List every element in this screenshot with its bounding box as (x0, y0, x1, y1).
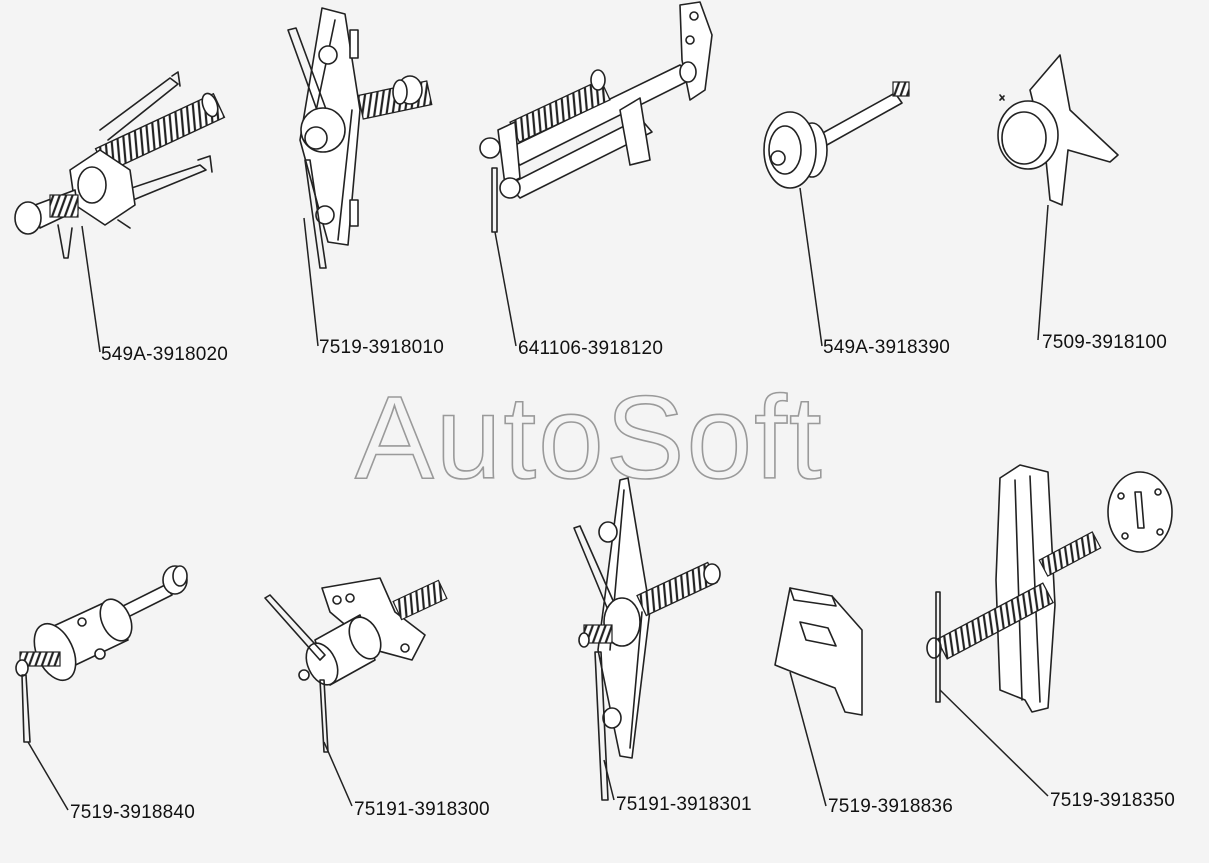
leader-line (323, 741, 353, 807)
puller-rail-icon (479, 1, 713, 233)
part-label: 549A-3918020 (101, 344, 228, 365)
leader-line (939, 689, 1049, 797)
disc-plate-icon (997, 54, 1119, 206)
part-label: 75191-3918301 (616, 794, 752, 815)
leader-line (81, 225, 101, 353)
part-label: 7509-3918100 (1042, 332, 1167, 353)
part-label: 7519-3918836 (828, 796, 953, 817)
leader-line (799, 187, 823, 347)
part-label: 641106-3918120 (518, 338, 663, 359)
long-crossbar-puller-icon (573, 477, 721, 801)
part-label: 7519-3918840 (70, 802, 195, 823)
sleeve-puller-icon (15, 565, 188, 743)
leader-line (789, 671, 827, 807)
part-label: 75191-3918300 (354, 799, 490, 820)
fork-plate-icon (774, 587, 863, 716)
leader-line (603, 759, 615, 801)
part-label: 7519-3918350 (1050, 790, 1175, 811)
puller-three-jaw-icon (14, 71, 226, 259)
leader-line (494, 231, 517, 347)
part-label: 549A-3918390 (823, 337, 950, 358)
part-label: 7519-3918010 (319, 337, 444, 358)
leader-line (27, 741, 69, 811)
watermark-text: AutoSoft (355, 372, 824, 504)
flange-puller-icon (264, 577, 448, 753)
puller-crossbar-icon (287, 7, 433, 269)
leader-line (1037, 204, 1049, 341)
press-frame-icon (926, 464, 1173, 713)
mandrel-icon (763, 81, 910, 189)
leader-line (303, 217, 319, 347)
